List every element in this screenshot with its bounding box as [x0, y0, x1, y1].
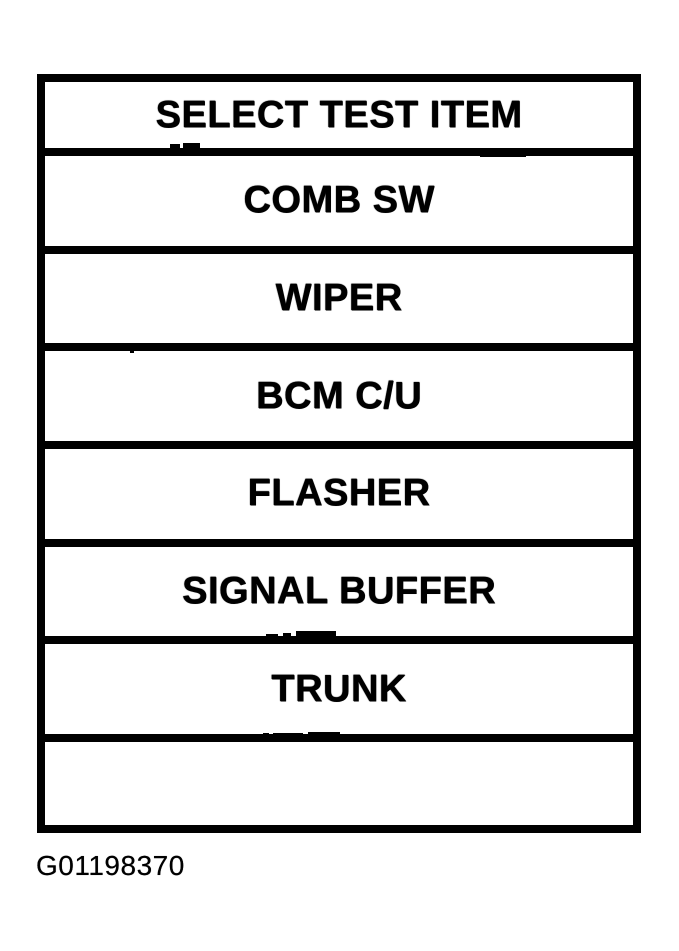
scan-artifact: [283, 633, 291, 637]
scan-artifact: [130, 348, 134, 353]
menu-item-bcm-cu[interactable]: BCM C/U: [45, 343, 633, 441]
menu-title: SELECT TEST ITEM: [155, 93, 523, 136]
scan-artifact: [170, 144, 180, 148]
menu-item-signal-buffer[interactable]: SIGNAL BUFFER: [45, 538, 633, 637]
scan-artifact: [480, 153, 526, 157]
menu-item-trunk[interactable]: TRUNK: [45, 636, 633, 734]
scan-artifact: [266, 634, 278, 638]
scan-artifact: [263, 733, 269, 737]
menu-item-wiper[interactable]: WIPER: [45, 245, 633, 344]
scan-artifact: [308, 732, 340, 737]
figure-code: G01198370: [36, 850, 185, 881]
menu-item-flasher[interactable]: FLASHER: [45, 440, 633, 539]
menu-item-empty: [45, 733, 633, 825]
scan-artifact: [183, 143, 200, 148]
test-item-menu: SELECT TEST ITEM COMB SW WIPER BCM C/U F…: [37, 74, 641, 833]
scan-artifact: [296, 631, 336, 638]
scan-artifact: [273, 733, 303, 737]
menu-item-comb-sw[interactable]: COMB SW: [45, 148, 633, 246]
